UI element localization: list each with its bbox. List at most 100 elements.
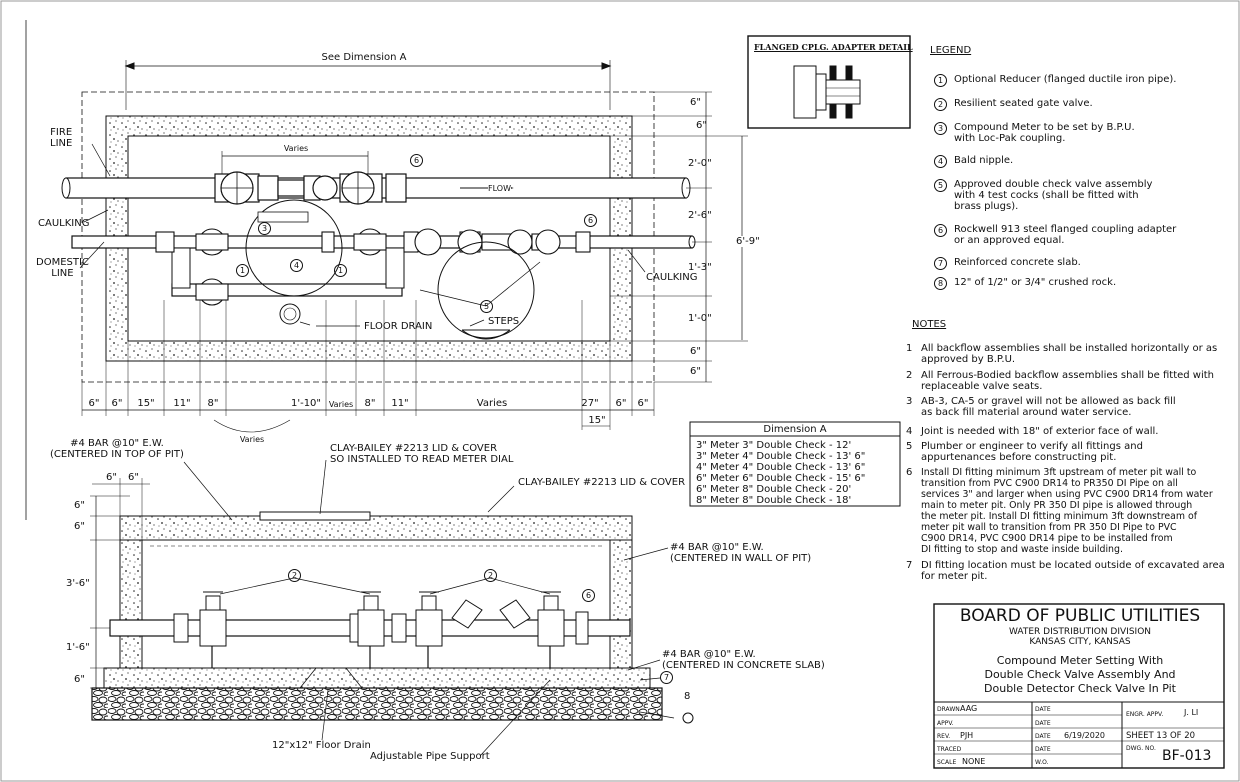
- callout-bubble: 1: [236, 264, 249, 277]
- dimension-a-rows: 3" Meter 3" Double Check - 12' 3" Meter …: [696, 440, 865, 506]
- right-dim: 6": [690, 346, 701, 357]
- callout-bubble: 6: [584, 214, 597, 227]
- floor-drain-label: FLOOR DRAIN: [364, 321, 433, 332]
- plan-view: [61, 60, 748, 433]
- dimension-a-row: 4" Meter 4" Double Check - 13' 6": [696, 462, 866, 473]
- legend-item: 8 12" of 1/2" or 3/4" crushed rock.: [934, 277, 1214, 290]
- bottom-dim: 8": [207, 398, 219, 409]
- dim-15: 15": [588, 415, 606, 426]
- note-number: 5: [906, 441, 913, 452]
- date-label: DATE: [1035, 720, 1051, 727]
- callout-bubble: 4: [290, 259, 303, 272]
- wo-label: W.O.: [1035, 759, 1049, 766]
- legend-number: 3: [934, 122, 947, 135]
- detail-title: FLANGED CPLG. ADAPTER DETAIL: [754, 42, 913, 52]
- note-text: AB-3, CA-5 or gravel will not be allowed…: [921, 396, 1176, 418]
- bottom-dim: 6": [88, 398, 100, 409]
- engr-value: J. LI: [1184, 708, 1199, 717]
- note-number: 7: [906, 560, 913, 571]
- engr-label: ENGR. APPV.: [1126, 711, 1164, 718]
- callout-bubble: 6: [410, 154, 423, 167]
- top-dim: 6": [106, 472, 117, 483]
- dimension-a-row: 3" Meter 4" Double Check - 13' 6": [696, 451, 866, 462]
- caulking-right-label: CAULKING: [646, 272, 698, 283]
- right-dim: 6": [690, 366, 701, 377]
- callout-bubble: 2: [484, 569, 497, 582]
- division-name: WATER DISTRIBUTION DIVISION: [1008, 627, 1152, 637]
- legend-number: 7: [934, 257, 947, 270]
- note-item: 3 AB-3, CA-5 or gravel will not be allow…: [906, 396, 1226, 420]
- right-dim: 1'-0": [688, 313, 712, 324]
- left-dim: 6": [74, 521, 85, 532]
- callout-bubble: 2: [288, 569, 301, 582]
- note-text: Plumber or engineer to verify all fittin…: [921, 441, 1143, 463]
- legend-text: Approved double check valve assembly wit…: [954, 179, 1153, 212]
- domestic-line-label: DOMESTIC LINE: [36, 257, 89, 279]
- callout-bubble: 5: [480, 300, 493, 313]
- bar-wall-label: #4 BAR @10" E.W. (CENTERED IN WALL OF PI…: [670, 542, 812, 564]
- bar-slab-label: #4 BAR @10" E.W. (CENTERED IN CONCRETE S…: [662, 649, 825, 671]
- note-text: All Ferrous-Bodied backflow assemblies s…: [921, 370, 1215, 392]
- legend-item: 5 Approved double check valve assembly w…: [934, 179, 1214, 215]
- dimension-a-row: 6" Meter 8" Double Check - 20': [696, 484, 852, 495]
- clay-label: CLAY-BAILEY #2213 LID & COVER: [518, 477, 686, 488]
- legend-item: 2 Resilient seated gate valve.: [934, 98, 1214, 111]
- left-dim: 6": [74, 674, 85, 685]
- scale-value: NONE: [962, 757, 986, 766]
- fire-line-label: FIRE LINE: [50, 127, 73, 149]
- legend-text: Bald nipple.: [954, 155, 1014, 166]
- clay-read-label: CLAY-BAILEY #2213 LID & COVER SO INSTALL…: [330, 443, 514, 465]
- legend-text: 12" of 1/2" or 3/4" crushed rock.: [954, 277, 1117, 288]
- drawing-title: Double Detector Check Valve In Pit: [984, 682, 1176, 695]
- scale-label: SCALE: [937, 759, 957, 766]
- left-dim: 3'-6": [66, 578, 90, 589]
- note-number: 1: [906, 343, 913, 354]
- bottom-dim: 11": [173, 398, 191, 409]
- legend-number: 4: [934, 155, 947, 168]
- right-dim: 6": [690, 97, 701, 108]
- date-label: DATE: [1035, 706, 1051, 713]
- right-dim: 2'-0": [688, 158, 712, 169]
- right-dim: 2'-6": [688, 210, 712, 221]
- callout-bubble: 6: [582, 589, 595, 602]
- title-block-frame: [933, 603, 1225, 769]
- caulking-left-label: CAULKING: [38, 218, 90, 229]
- drawing-title: Double Check Valve Assembly And: [984, 668, 1176, 681]
- legend-number: 5: [934, 179, 947, 192]
- see-dimension-label: See Dimension A: [321, 52, 407, 63]
- legend-number: 1: [934, 74, 947, 87]
- section-view: [90, 459, 694, 757]
- note-item: 5 Plumber or engineer to verify all fitt…: [906, 441, 1226, 465]
- legend-item: 6 Rockwell 913 steel flanged coupling ad…: [934, 224, 1214, 248]
- right-dim: 6'-9": [736, 236, 760, 247]
- dimension-a-title: Dimension A: [763, 424, 827, 435]
- note-number: 2: [906, 370, 913, 381]
- note-item: 2 All Ferrous-Bodied backflow assemblies…: [906, 370, 1226, 394]
- legend-text: Resilient seated gate valve.: [954, 98, 1093, 109]
- dimension-a-row: 8" Meter 8" Double Check - 18': [696, 495, 852, 506]
- notes-title: NOTES: [912, 319, 947, 330]
- dimension-a-table: [689, 421, 901, 507]
- note-item: 4 Joint is needed with 18" of exterior f…: [906, 426, 1226, 438]
- varies-top-label: Varies: [283, 144, 309, 153]
- legend-item: 1 Optional Reducer (flanged ductile iron…: [934, 74, 1214, 87]
- dwg-label: DWG. NO.: [1126, 745, 1156, 752]
- drawn-label: DRAWN: [937, 706, 960, 713]
- callout-bubble: 7: [660, 671, 673, 684]
- traced-label: TRACED: [937, 746, 962, 753]
- bottom-dim: 6": [111, 398, 123, 409]
- bottom-dim: 11": [391, 398, 409, 409]
- legend-number: 2: [934, 98, 947, 111]
- legend-title: LEGEND: [930, 45, 972, 56]
- note-item: 6 Install DI fitting minimum 3ft upstrea…: [906, 467, 1236, 557]
- drawn-value: AAG: [960, 704, 978, 713]
- note-item: 7 DI fitting location must be located ou…: [906, 560, 1226, 584]
- note-text: DI fitting location must be located outs…: [921, 560, 1225, 582]
- note-text: Install DI fitting minimum 3ft upstream …: [921, 467, 1213, 555]
- bottom-dim: 6": [637, 398, 649, 409]
- note-text: Joint is needed with 18" of exterior fac…: [921, 426, 1159, 437]
- city-name: KANSAS CITY, KANSAS: [1029, 637, 1131, 647]
- bottom-dim: 1'-10": [290, 398, 322, 409]
- bottom-dim: 8": [364, 398, 376, 409]
